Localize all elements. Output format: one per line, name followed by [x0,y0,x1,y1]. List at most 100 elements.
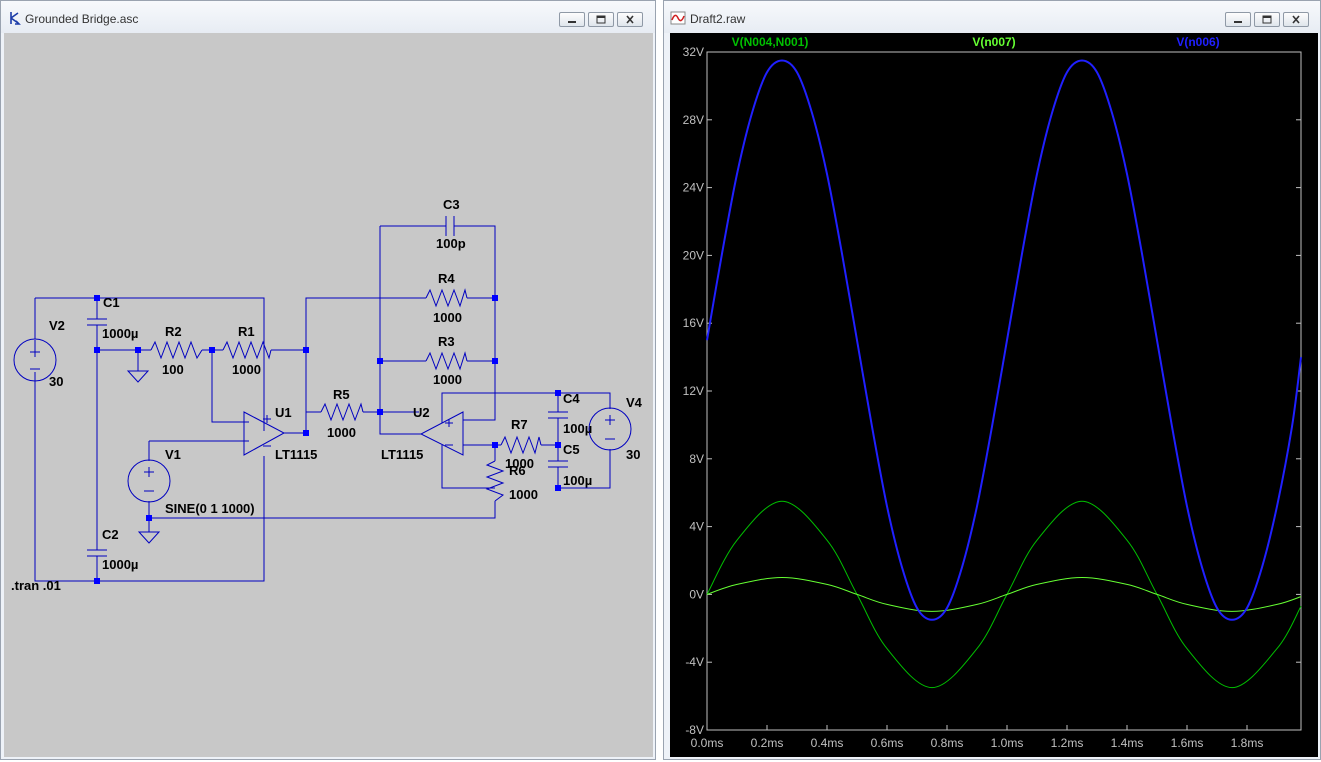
plot-frame [706,51,1302,731]
legend-item-2: V(n007) [972,35,1015,49]
v4-symbol[interactable] [588,407,632,451]
v2-label: V2 [49,318,65,333]
r2-value: 100 [162,362,184,377]
x-tick-label: 1.8ms [1231,736,1264,750]
c4-symbol[interactable] [548,411,568,419]
c3-value: 100p [436,236,466,251]
x-tick-label: 0.2ms [751,736,784,750]
u2-value: LT1115 [381,447,423,462]
u1-label: U1 [275,405,292,420]
c4-label: C4 [563,391,580,406]
y-tick-label: 24V [683,181,704,195]
series-line-3 [706,59,1302,621]
c3-label: C3 [443,197,460,212]
c5-symbol[interactable] [548,460,568,468]
x-tick-label: 1.6ms [1171,736,1204,750]
maximize-button[interactable] [1254,12,1280,27]
waveform-titlebar[interactable]: Draft2.raw [664,1,1320,33]
junction-dots [94,295,561,584]
v1-symbol[interactable] [127,459,171,503]
tran-directive[interactable]: .tran .01 [11,578,61,593]
u1-value: LT1115 [275,447,317,462]
close-button[interactable] [617,12,643,27]
x-tick-label: 1.4ms [1111,736,1144,750]
r7-label: R7 [511,417,528,432]
c3-symbol[interactable] [445,216,455,236]
v4-value: 30 [626,447,640,462]
minimize-icon [1234,21,1242,23]
u1-symbol[interactable] [243,411,286,456]
schematic-drawing[interactable]: V2 30 C1 1000µ R2 100 R1 1000 U1 LT1115 … [4,33,653,757]
x-tick-label: 1.2ms [1051,736,1084,750]
c2-value: 1000µ [102,557,138,572]
r4-symbol[interactable] [425,288,468,308]
r4-label: R4 [438,271,455,286]
c2-symbol[interactable] [87,549,107,557]
c4-value: 100µ [563,421,592,436]
r6-value: 1000 [509,487,538,502]
r7-symbol[interactable] [500,435,542,455]
x-tick-label: 0.8ms [931,736,964,750]
y-tick-label: 12V [683,384,704,398]
u2-symbol[interactable] [419,411,464,456]
ground-icon [126,370,150,383]
v1-value: SINE(0 1 1000) [165,501,255,516]
r2-symbol[interactable] [150,340,203,360]
waveform-window-controls [1225,12,1309,27]
r2-label: R2 [165,324,182,339]
y-tick-label: 20V [683,248,704,262]
ground-icon [137,531,161,544]
y-tick-label: 32V [683,45,704,59]
c1-symbol[interactable] [87,318,107,326]
r6-label: R6 [509,463,526,478]
r1-label: R1 [238,324,255,339]
y-tick-label: -8V [685,723,704,737]
minimize-button[interactable] [1225,12,1251,27]
c5-label: C5 [563,442,580,457]
r1-symbol[interactable] [222,340,272,360]
x-tick-label: 0.6ms [871,736,904,750]
schematic-window-controls [559,12,643,27]
legend-item-1: V(N004,N001) [732,35,809,49]
r6-symbol[interactable] [485,460,505,502]
r5-label: R5 [333,387,350,402]
x-tick-label: 1.0ms [991,736,1024,750]
c5-value: 100µ [563,473,592,488]
r1-value: 1000 [232,362,261,377]
wires [34,225,611,582]
series-line-2 [706,576,1302,612]
maximize-icon [1262,15,1272,24]
v2-symbol[interactable] [13,338,57,382]
v1-label: V1 [165,447,181,462]
waveform-window-title: Draft2.raw [690,12,746,26]
schematic-titlebar[interactable]: Grounded Bridge.asc [1,1,655,33]
maximize-icon [596,15,606,24]
r5-value: 1000 [327,425,356,440]
r5-symbol[interactable] [320,402,364,422]
y-tick-label: -4V [685,655,704,669]
r3-value: 1000 [433,372,462,387]
close-icon [1292,15,1300,24]
schematic-canvas[interactable]: V2 30 C1 1000µ R2 100 R1 1000 U1 LT1115 … [4,33,653,757]
schematic-window: Grounded Bridge.asc [0,0,656,760]
r3-symbol[interactable] [425,351,468,371]
close-button[interactable] [1283,12,1309,27]
close-icon [626,15,634,24]
schematic-window-title: Grounded Bridge.asc [25,12,139,26]
schematic-icon [10,12,21,25]
minimize-button[interactable] [559,12,585,27]
waveform-icon [670,11,686,25]
x-tick-label: 0.0ms [691,736,724,750]
r7-value: 1000 [505,456,534,471]
u2-label: U2 [413,405,430,420]
minimize-icon [568,21,576,23]
y-tick-label: 16V [683,316,704,330]
x-tick-label: 0.4ms [811,736,844,750]
c2-label: C2 [102,527,119,542]
r4-value: 1000 [433,310,462,325]
y-tick-label: 4V [689,520,704,534]
maximize-button[interactable] [588,12,614,27]
